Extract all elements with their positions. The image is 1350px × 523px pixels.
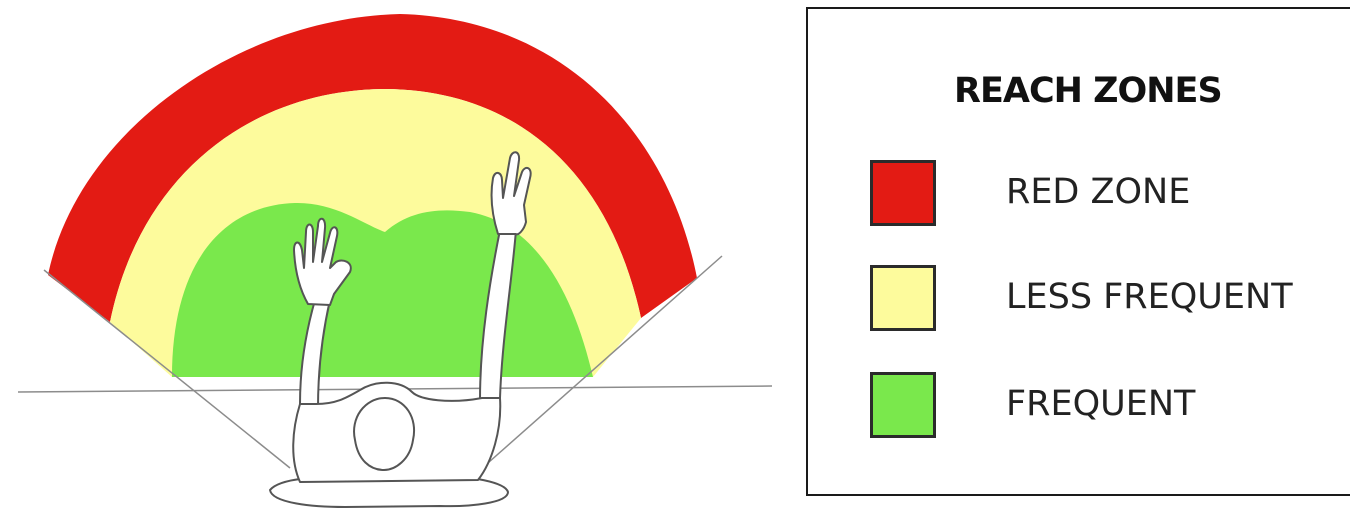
reach-zone-diagram: [0, 0, 790, 523]
legend-item-less-frequent: LESS FREQUENT: [870, 265, 1340, 335]
less-frequent-swatch: [870, 265, 936, 331]
legend-label-frequent: FREQUENT: [1006, 384, 1195, 424]
legend-item-red-zone: RED ZONE: [870, 160, 1340, 230]
legend-box: REACH ZONES RED ZONE LESS FREQUENT FREQU…: [806, 7, 1350, 496]
legend-label-less-frequent: LESS FREQUENT: [1006, 277, 1293, 317]
legend-item-frequent: FREQUENT: [870, 372, 1340, 442]
legend-label-red-zone: RED ZONE: [1006, 172, 1190, 212]
legend-title: REACH ZONES: [954, 71, 1222, 111]
frequent-swatch: [870, 372, 936, 438]
red-zone-swatch: [870, 160, 936, 226]
